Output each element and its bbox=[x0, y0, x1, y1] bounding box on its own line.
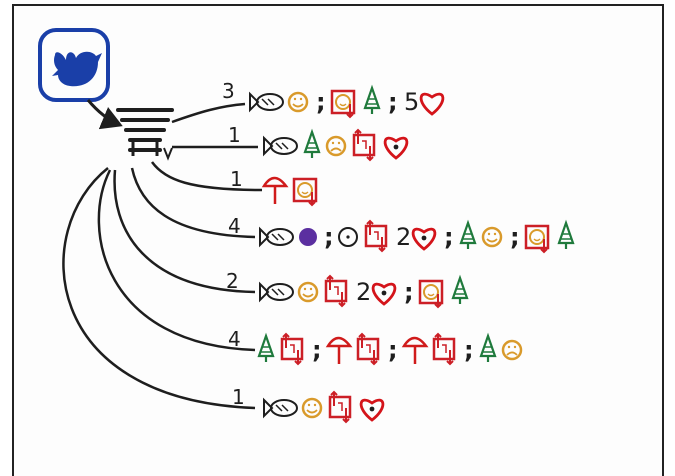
branch-line-5 bbox=[113, 169, 256, 294]
bird-source bbox=[38, 28, 110, 102]
branch-line-6 bbox=[97, 169, 256, 352]
semicolon: ; bbox=[324, 223, 334, 251]
fish-icon bbox=[263, 397, 298, 419]
bird-icon bbox=[52, 51, 102, 87]
row-count: 1 bbox=[228, 123, 241, 147]
bird-to-hub-arrow bbox=[86, 99, 123, 130]
row-count: 1 bbox=[230, 167, 243, 191]
circle-dot-icon bbox=[338, 227, 358, 247]
square-smile-icon bbox=[330, 89, 356, 119]
inline-number: 2 bbox=[396, 223, 411, 251]
mushroom-icon bbox=[401, 336, 429, 364]
square-icon bbox=[356, 332, 380, 366]
svg-text:;: ; bbox=[510, 223, 520, 251]
branch-line-1 bbox=[171, 102, 246, 124]
row-count: 1 bbox=[232, 385, 245, 409]
branch-line-7 bbox=[62, 167, 256, 410]
branch-line-3 bbox=[150, 161, 263, 192]
row-count: 3 bbox=[222, 79, 235, 103]
square-icon bbox=[324, 274, 348, 308]
svg-text:;: ; bbox=[404, 278, 414, 306]
mushroom-icon bbox=[261, 176, 289, 204]
mushroom-icon bbox=[325, 336, 353, 364]
semicolon: ; bbox=[388, 88, 398, 116]
heart-dot-icon bbox=[359, 398, 385, 422]
smile-icon bbox=[301, 397, 323, 419]
square-icon bbox=[432, 332, 456, 366]
square-smile-icon bbox=[418, 279, 444, 309]
svg-text:;: ; bbox=[324, 223, 334, 251]
tree-icon bbox=[303, 128, 321, 158]
svg-text:;: ; bbox=[464, 336, 474, 364]
smile-icon bbox=[287, 91, 309, 113]
square-icon bbox=[352, 128, 376, 162]
smile-icon bbox=[481, 226, 503, 248]
symbol-row: 3;;5 bbox=[222, 79, 445, 119]
semicolon: ; bbox=[388, 336, 398, 364]
symbol-row: 2 2; bbox=[226, 269, 469, 309]
fish-icon bbox=[263, 135, 298, 157]
semicolon: ; bbox=[316, 88, 326, 116]
tree-icon bbox=[557, 219, 575, 249]
symbol-row: 1 bbox=[232, 385, 385, 424]
square-icon bbox=[280, 332, 304, 366]
inline-number: 2 bbox=[356, 278, 371, 306]
square-smile-icon bbox=[524, 224, 550, 254]
tree-icon bbox=[363, 84, 381, 114]
fish-icon bbox=[259, 226, 294, 248]
svg-text:;: ; bbox=[388, 336, 398, 364]
frown-icon bbox=[325, 135, 347, 157]
semicolon: ; bbox=[404, 278, 414, 306]
stack-icon bbox=[116, 108, 174, 161]
purple-dot-icon bbox=[299, 228, 317, 246]
semicolon: ; bbox=[510, 223, 520, 251]
frown-icon bbox=[501, 339, 523, 361]
inline-number: 5 bbox=[404, 88, 419, 116]
row-count: 2 bbox=[226, 269, 239, 293]
symbol-row: 4; 2;; bbox=[228, 214, 575, 254]
symbol-row: 4;;; bbox=[228, 327, 523, 366]
branches bbox=[62, 102, 263, 410]
square-icon bbox=[328, 390, 352, 424]
tree-icon bbox=[451, 274, 469, 304]
heart-dot-icon bbox=[411, 227, 437, 251]
svg-text:;: ; bbox=[312, 336, 322, 364]
tree-icon bbox=[459, 219, 477, 249]
svg-text:;: ; bbox=[316, 88, 326, 116]
row-count: 4 bbox=[228, 214, 241, 238]
symbol-row: 1 bbox=[228, 123, 409, 162]
semicolon: ; bbox=[464, 336, 474, 364]
smile-icon bbox=[297, 281, 319, 303]
square-icon bbox=[364, 219, 388, 253]
row-count: 4 bbox=[228, 327, 241, 351]
fish-icon bbox=[259, 281, 294, 303]
tree-icon bbox=[479, 332, 497, 362]
semicolon: ; bbox=[312, 336, 322, 364]
heart-dot-icon bbox=[383, 136, 409, 160]
symbol-row: 1 bbox=[230, 167, 318, 207]
fish-icon bbox=[249, 91, 284, 113]
bird-frame bbox=[38, 28, 110, 102]
svg-text:;: ; bbox=[388, 88, 398, 116]
square-smile-icon bbox=[292, 177, 318, 207]
heart-dot-icon bbox=[371, 282, 397, 306]
semicolon: ; bbox=[444, 223, 454, 251]
tree-icon bbox=[257, 332, 275, 362]
svg-text:;: ; bbox=[444, 223, 454, 251]
branch-line-4 bbox=[130, 167, 256, 239]
heart-icon bbox=[419, 92, 445, 116]
